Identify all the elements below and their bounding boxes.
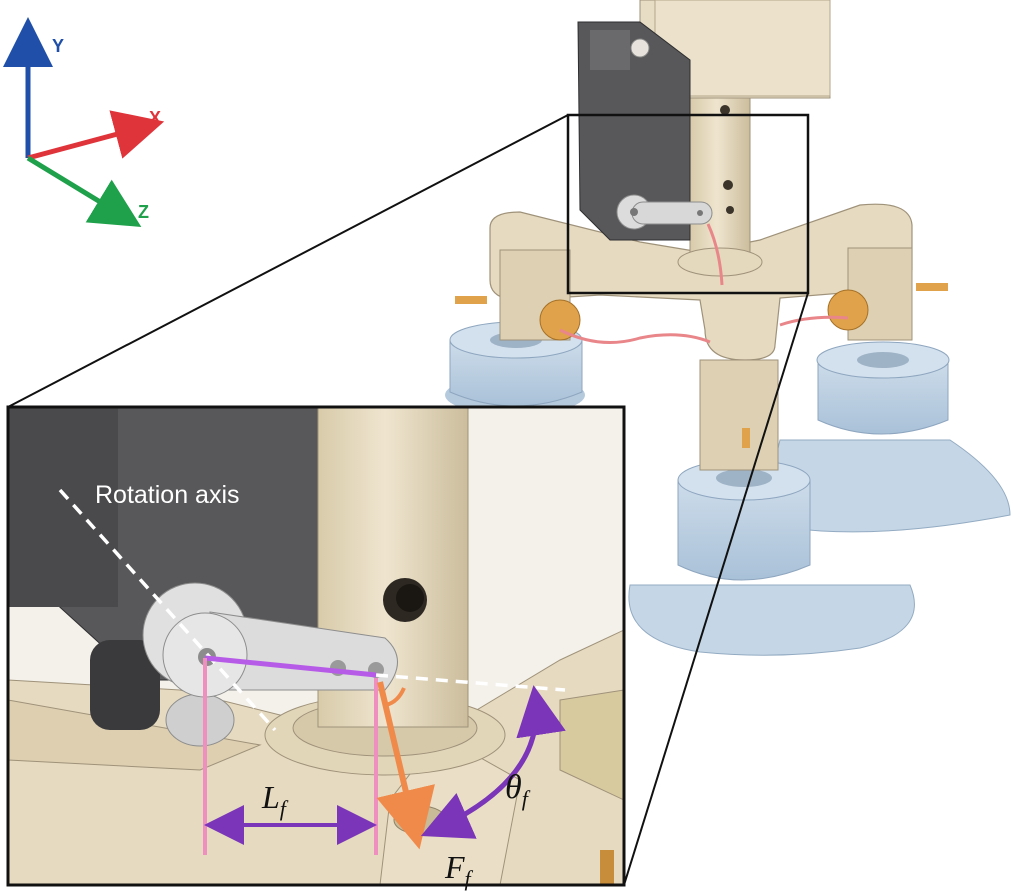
inset-border <box>6 405 626 887</box>
suction-cup-right <box>771 341 1011 533</box>
x-axis-arrow <box>27 110 165 161</box>
coordinate-axes: Y X Z <box>3 17 165 227</box>
z-axis-label: Z <box>138 202 149 222</box>
central-post <box>677 89 763 277</box>
zoom-region-box <box>566 113 810 295</box>
zoom-connector-left <box>7 114 569 408</box>
x-axis-label: X <box>149 108 161 128</box>
rotation-axis-line <box>58 488 277 732</box>
y-axis-label: Y <box>52 36 64 56</box>
reference-dashed-line <box>375 673 566 692</box>
servo-motor <box>577 21 691 241</box>
rotation-axis-label: Rotation axis <box>95 481 240 509</box>
force-arrow <box>376 681 435 850</box>
angle-label: θf <box>505 769 531 811</box>
detail-inset: Rotation axis Lf Ff θf <box>6 405 626 891</box>
tri-arm-base <box>455 203 948 471</box>
zoom-connector-right <box>623 292 809 886</box>
robot-model <box>445 0 1011 656</box>
length-label: Lf <box>261 779 289 821</box>
servo-horn-small <box>616 194 724 286</box>
angle-arc-arrow <box>420 685 566 839</box>
lever-arm-line <box>204 655 377 678</box>
force-label: Ff <box>444 849 474 891</box>
z-axis-arrow <box>26 155 142 227</box>
